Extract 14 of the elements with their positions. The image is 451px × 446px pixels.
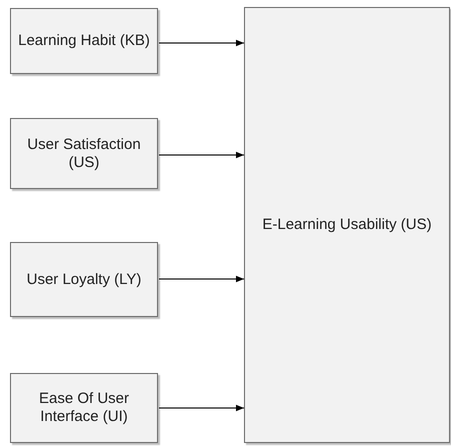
factor-box [10, 118, 158, 189]
factor-box [10, 373, 158, 443]
box-label: User Satisfaction (US) [26, 136, 142, 172]
arrow [158, 276, 244, 282]
box-label: User Loyalty (LY) [26, 270, 142, 288]
outcome-box [244, 7, 450, 443]
factor-box [10, 242, 158, 317]
box-label: Learning Habit (KB) [18, 32, 150, 50]
arrow [158, 40, 244, 46]
box-label: E-Learning Usability (US) [262, 216, 432, 234]
arrow [158, 152, 244, 158]
arrow [158, 404, 244, 412]
factor-box [10, 8, 158, 74]
box-label: Ease Of User Interface (UI) [38, 390, 130, 426]
